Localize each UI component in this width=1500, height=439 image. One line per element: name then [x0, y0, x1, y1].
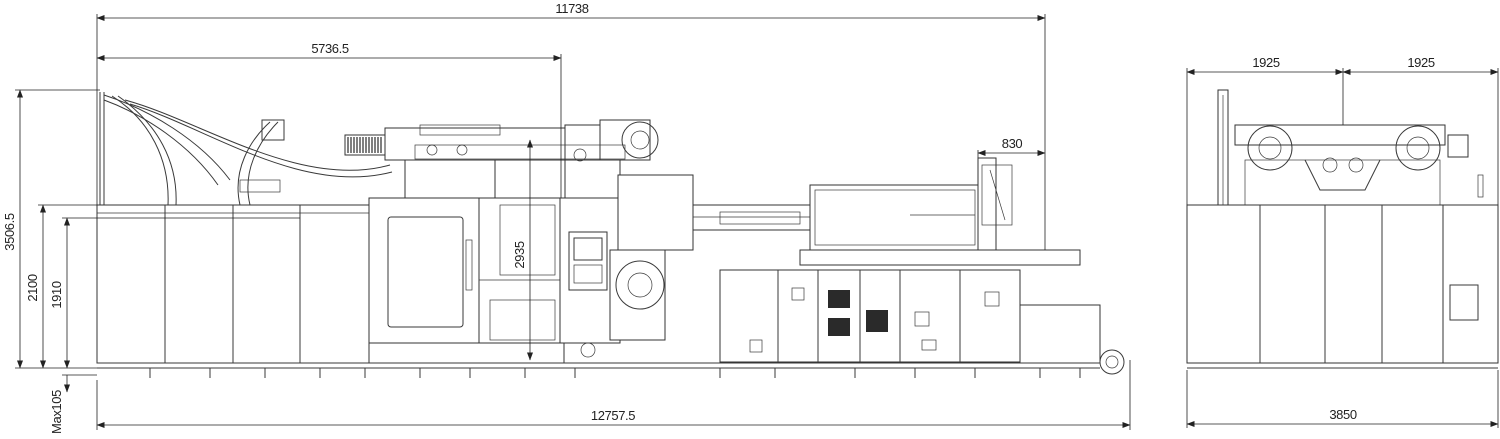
- dim-cabinet-height: 2100: [25, 274, 40, 301]
- end-view-top-structure: [1217, 89, 1484, 206]
- machine-base: [97, 362, 1100, 378]
- dim-overall-length-top: 11738: [555, 1, 588, 16]
- end-view-cabinet: [1186, 204, 1499, 369]
- hydraulic-cabinets: [719, 269, 1125, 375]
- dimension-labels: 11738 5736.5 830 3506.5 2100 1910 2935 M…: [2, 1, 1435, 434]
- dim-half-width-left: 1925: [1252, 55, 1279, 70]
- dim-tie-bar-height: 2935: [512, 241, 527, 268]
- side-view-dimensions: [15, 14, 1131, 430]
- dim-half-width-right: 1925: [1407, 55, 1434, 70]
- dim-total-height: 3506.5: [2, 213, 17, 251]
- safety-guard-panels: [96, 204, 370, 364]
- injection-unit: [609, 157, 1081, 341]
- dim-adjust-height: Max105: [49, 390, 64, 434]
- side-view: [15, 14, 1131, 430]
- dim-injection-offset: 830: [1002, 136, 1023, 151]
- end-view: [1186, 68, 1499, 428]
- dim-overall-length-bottom: 12757.5: [591, 408, 635, 423]
- dim-center-height: 1910: [49, 281, 64, 308]
- operator-door: [368, 197, 480, 344]
- dim-clamp-length: 5736.5: [311, 41, 349, 56]
- mold-platens: [368, 197, 565, 364]
- dim-total-width: 3850: [1329, 407, 1356, 422]
- clamp-unit: [344, 119, 659, 201]
- end-view-dimensions: [1186, 68, 1499, 428]
- robot-arm: [99, 92, 393, 206]
